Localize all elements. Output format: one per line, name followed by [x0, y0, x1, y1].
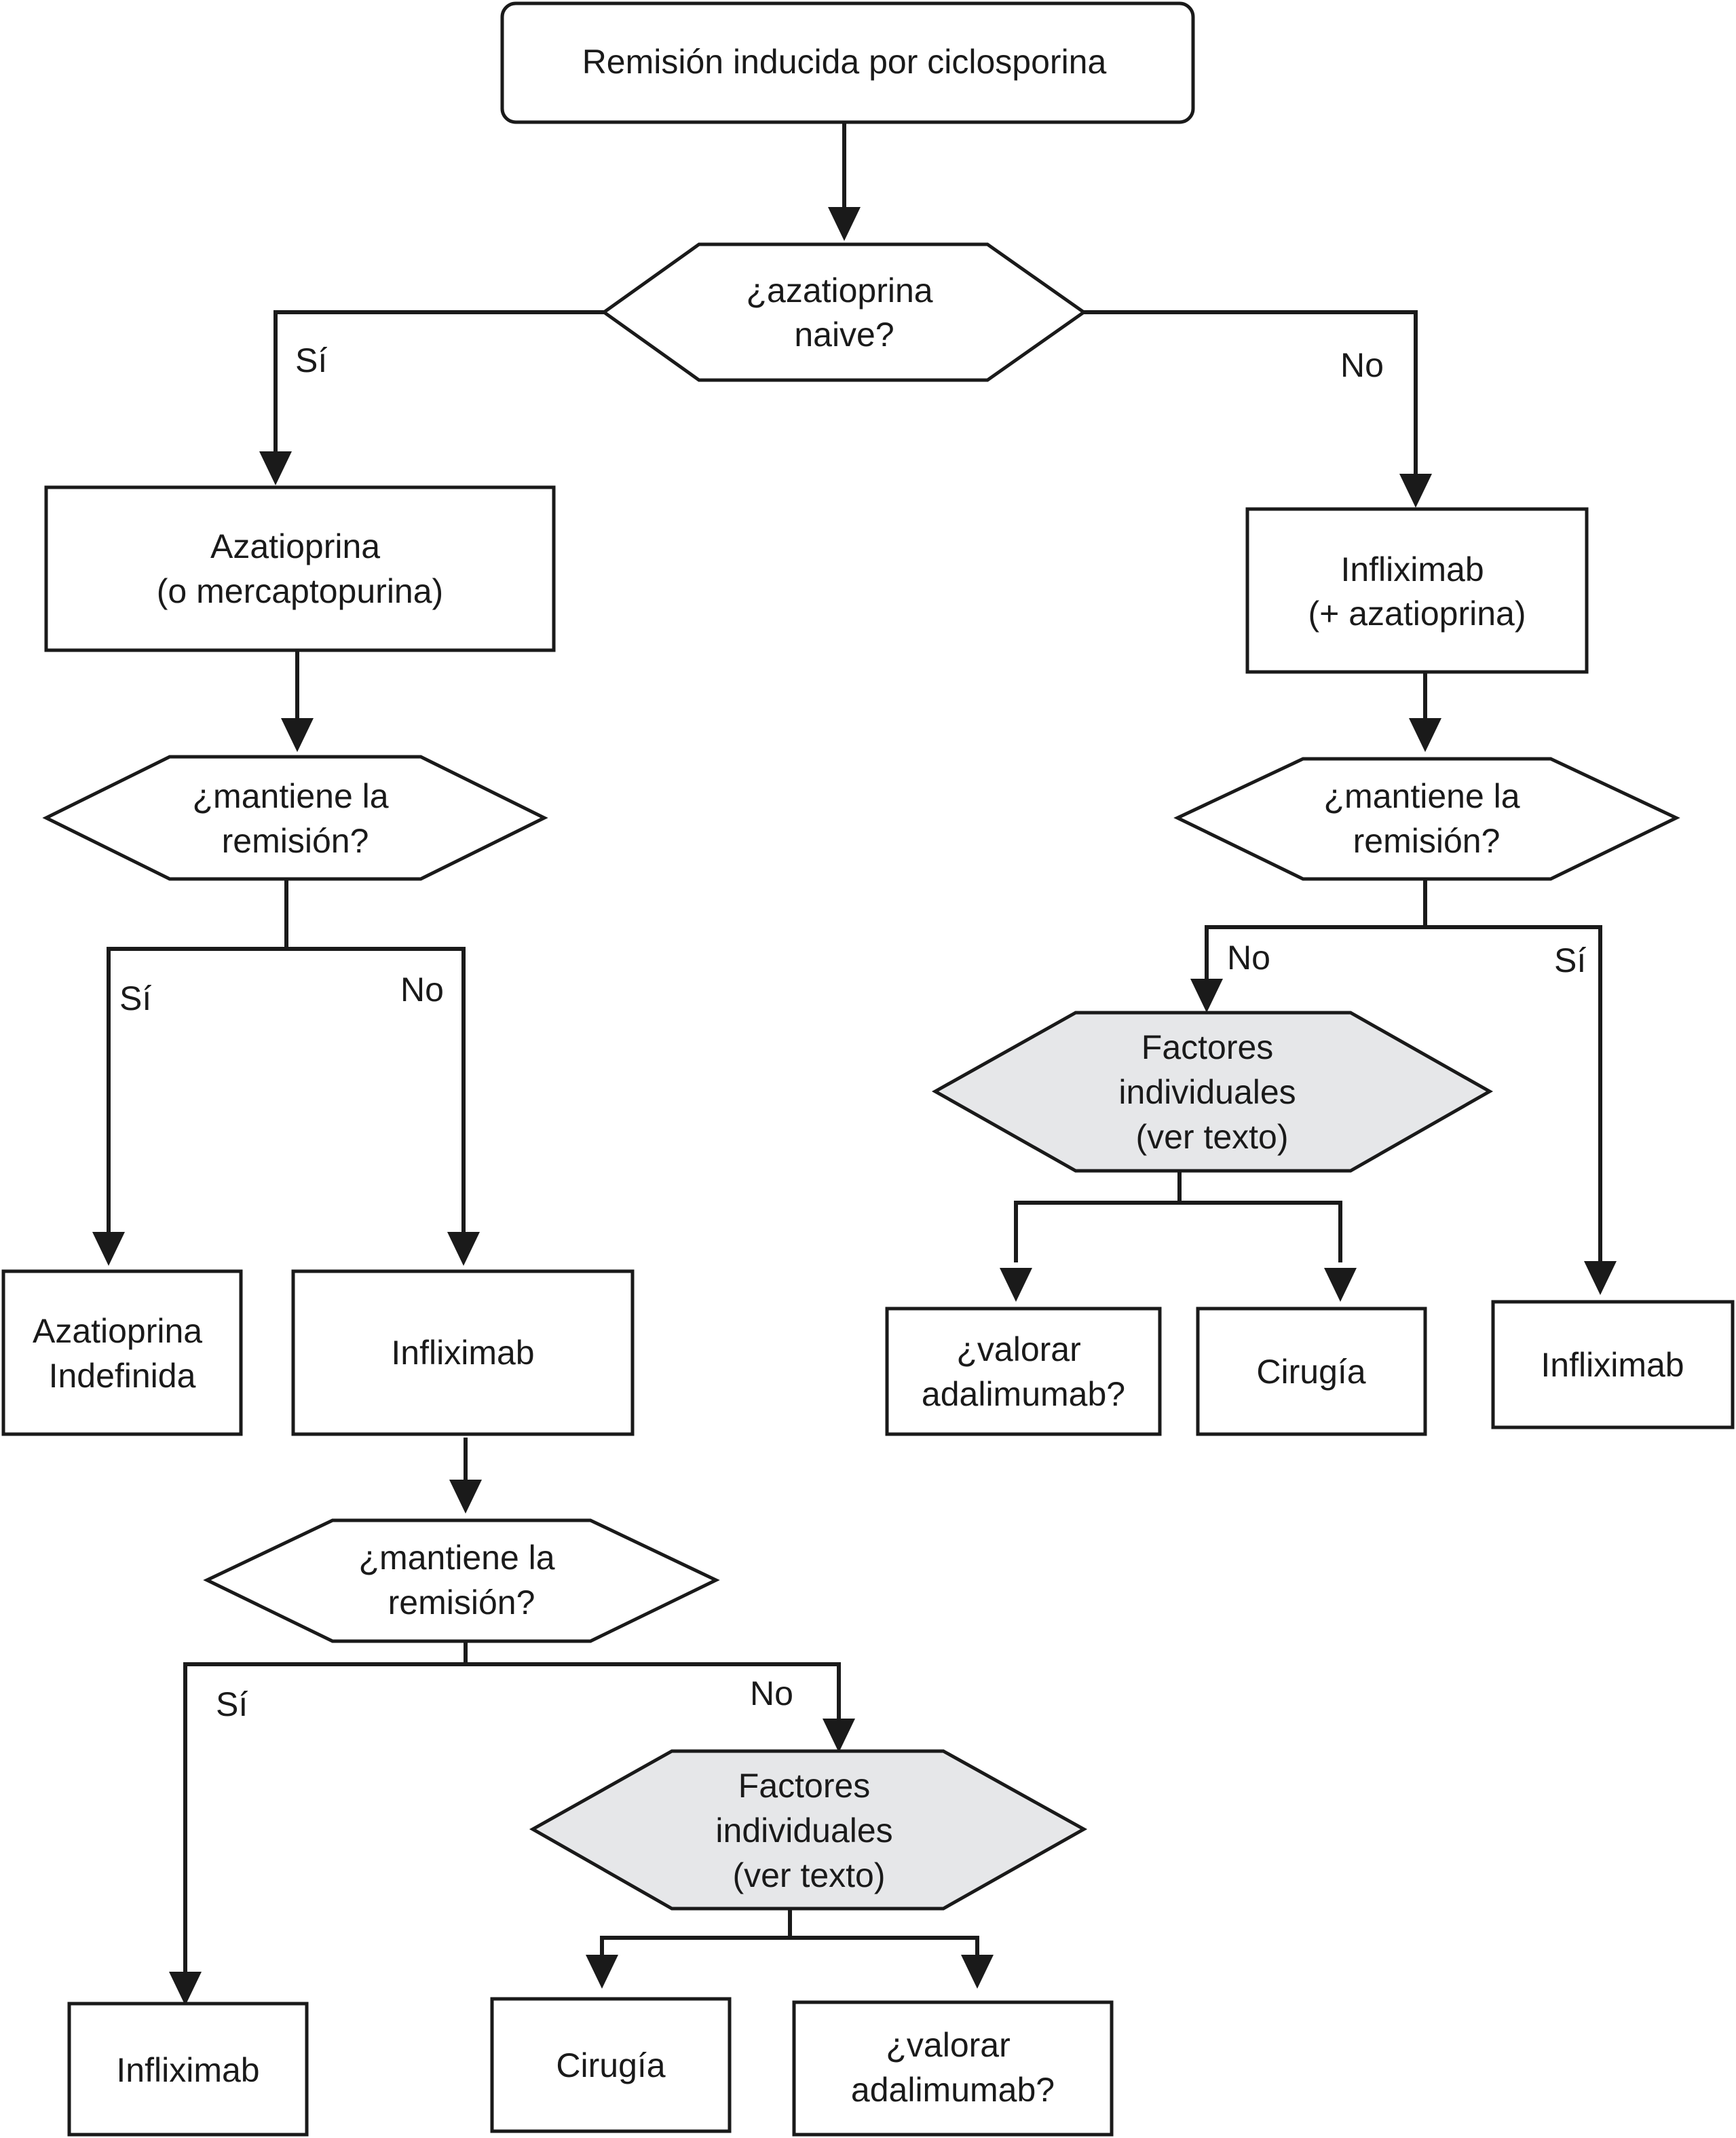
decision-mantiene-remision-right: ¿mantiene la remisión? [1173, 757, 1680, 881]
arrowhead [823, 1719, 855, 1752]
factores-individuales-right: Factores individuales (ver texto) [931, 1011, 1494, 1173]
branch-label-right-yes: Sí [1554, 941, 1586, 979]
connectors [107, 122, 1602, 1974]
arrowheads [92, 207, 1617, 2006]
branch-label-top-no: No [1340, 346, 1384, 384]
branch-label-bottom-yes: Sí [216, 1685, 248, 1723]
arrowhead [1409, 718, 1441, 752]
factores-individuales-bottom-label: Factores individuales (ver texto) [715, 1767, 902, 1894]
infliximab-box-bottom: Infliximab [67, 2002, 309, 2137]
decision-azatioprina-naive: ¿azatioprina naive? [601, 242, 1087, 382]
infliximab-box-left: Infliximab [291, 1269, 635, 1436]
arrowhead [447, 1232, 480, 1266]
infliximab-box-left-label: Infliximab [391, 1334, 534, 1372]
arrowhead [1399, 474, 1432, 508]
factores-individuales-bottom: Factores individuales (ver texto) [529, 1749, 1088, 1911]
arrowhead [281, 718, 314, 752]
start-box-label: Remisión inducida por ciclosporina [582, 43, 1107, 81]
azatioprina-indefinida-box: Azatioprina Indefinida [1, 1269, 243, 1436]
cirugia-box-bottom-label: Cirugía [556, 2046, 665, 2084]
infliximab-box-right: Infliximab [1491, 1300, 1735, 1429]
valorar-adalimumab-box-right-label: ¿valorar adalimumab? [922, 1330, 1125, 1413]
decision-azatioprina-naive-label: ¿azatioprina naive? [746, 271, 942, 354]
decision-mantiene-remision-bottom-label: ¿mantiene la remisión? [359, 1539, 565, 1621]
decision-mantiene-remision-left-label: ¿mantiene la remisión? [193, 777, 398, 860]
valorar-adalimumab-box-right: ¿valorar adalimumab? [885, 1307, 1162, 1436]
arrowhead [1584, 1261, 1617, 1295]
branch-label-left-no: No [400, 971, 444, 1009]
arrowhead [1000, 1268, 1032, 1302]
cirugia-box-right-label: Cirugía [1256, 1353, 1365, 1391]
arrowhead [92, 1232, 125, 1266]
arrowhead [259, 451, 292, 485]
azatioprina-box: Azatioprina (o mercaptopurina) [44, 485, 556, 652]
decision-mantiene-remision-right-label: ¿mantiene la remisión? [1324, 777, 1530, 860]
factores-individuales-right-label: Factores individuales (ver texto) [1118, 1028, 1305, 1156]
azatioprina-box-label: Azatioprina (o mercaptopurina) [157, 527, 443, 610]
infliximab-azatioprina-box-label: Infliximab (+ azatioprina) [1308, 550, 1526, 633]
arrowhead [449, 1480, 482, 1514]
azatioprina-indefinida-box-label: Azatioprina Indefinida [33, 1312, 212, 1395]
cirugia-box-bottom: Cirugía [490, 1997, 732, 2133]
decision-mantiene-remision-bottom: ¿mantiene la remisión? [203, 1518, 720, 1643]
decision-mantiene-remision-left: ¿mantiene la remisión? [42, 755, 548, 881]
arrowhead [1190, 979, 1223, 1013]
arrowhead [961, 1955, 994, 1989]
infliximab-azatioprina-box: Infliximab (+ azatioprina) [1245, 507, 1589, 674]
arrowhead [586, 1955, 618, 1989]
arrowhead [1324, 1268, 1357, 1302]
branch-label-top-yes: Sí [295, 341, 327, 379]
valorar-adalimumab-box-bottom-label: ¿valorar adalimumab? [851, 2026, 1055, 2109]
branch-label-right-no: No [1227, 939, 1270, 977]
arrowhead [828, 207, 861, 241]
valorar-adalimumab-box-bottom: ¿valorar adalimumab? [792, 2000, 1114, 2137]
infliximab-box-bottom-label: Infliximab [116, 2051, 259, 2089]
start-box: Remisión inducida por ciclosporina [500, 1, 1195, 124]
arrowhead [169, 1972, 202, 2006]
cirugia-box-right: Cirugía [1196, 1307, 1427, 1436]
branch-label-left-yes: Sí [119, 979, 151, 1017]
infliximab-box-right-label: Infliximab [1541, 1346, 1684, 1384]
branch-label-bottom-no: No [750, 1674, 793, 1712]
